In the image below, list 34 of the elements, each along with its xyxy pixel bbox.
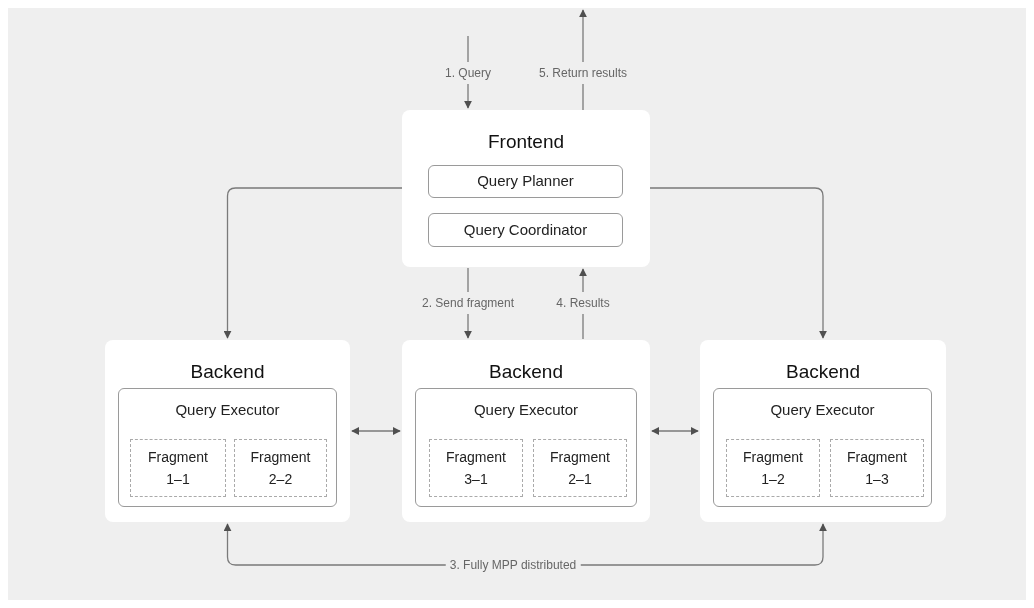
component-box: [713, 388, 932, 507]
component-box: [428, 213, 623, 247]
fragment-label: Fragment 2–2: [249, 448, 312, 489]
component-box: [118, 388, 337, 507]
card-title: Backend: [786, 360, 860, 384]
component-box: [415, 388, 637, 507]
component-label: Query Executor: [175, 400, 280, 420]
fragment-box: [726, 439, 820, 497]
component-label: Query Coordinator: [463, 219, 588, 240]
component-box: [428, 165, 623, 198]
fragment-box: [533, 439, 627, 497]
arrow: [649, 187, 827, 339]
fragment-box: [234, 439, 327, 497]
server-card: [700, 340, 946, 522]
arrow: [351, 427, 401, 435]
component-label: Query Executor: [770, 400, 875, 420]
fragment-label: Fragment 1–3: [846, 448, 908, 489]
server-card: [105, 340, 350, 522]
fragment-label: Fragment 3–1: [445, 448, 507, 489]
component-label: Query Planner: [477, 171, 574, 192]
arrow: [223, 187, 403, 339]
arrow: [651, 427, 699, 435]
card-title: Frontend: [487, 130, 564, 154]
fragment-label: Fragment 2–1: [549, 448, 611, 489]
fragment-label: Fragment 1–2: [742, 448, 804, 489]
server-card: [402, 110, 650, 267]
fragment-box: [830, 439, 924, 497]
fragment-box: [130, 439, 226, 497]
server-card: [402, 340, 650, 522]
fragment-label: Fragment 1–1: [147, 448, 209, 489]
card-title: Backend: [190, 360, 265, 384]
card-title: Backend: [489, 360, 563, 384]
component-label: Query Executor: [473, 400, 579, 420]
fragment-box: [429, 439, 523, 497]
